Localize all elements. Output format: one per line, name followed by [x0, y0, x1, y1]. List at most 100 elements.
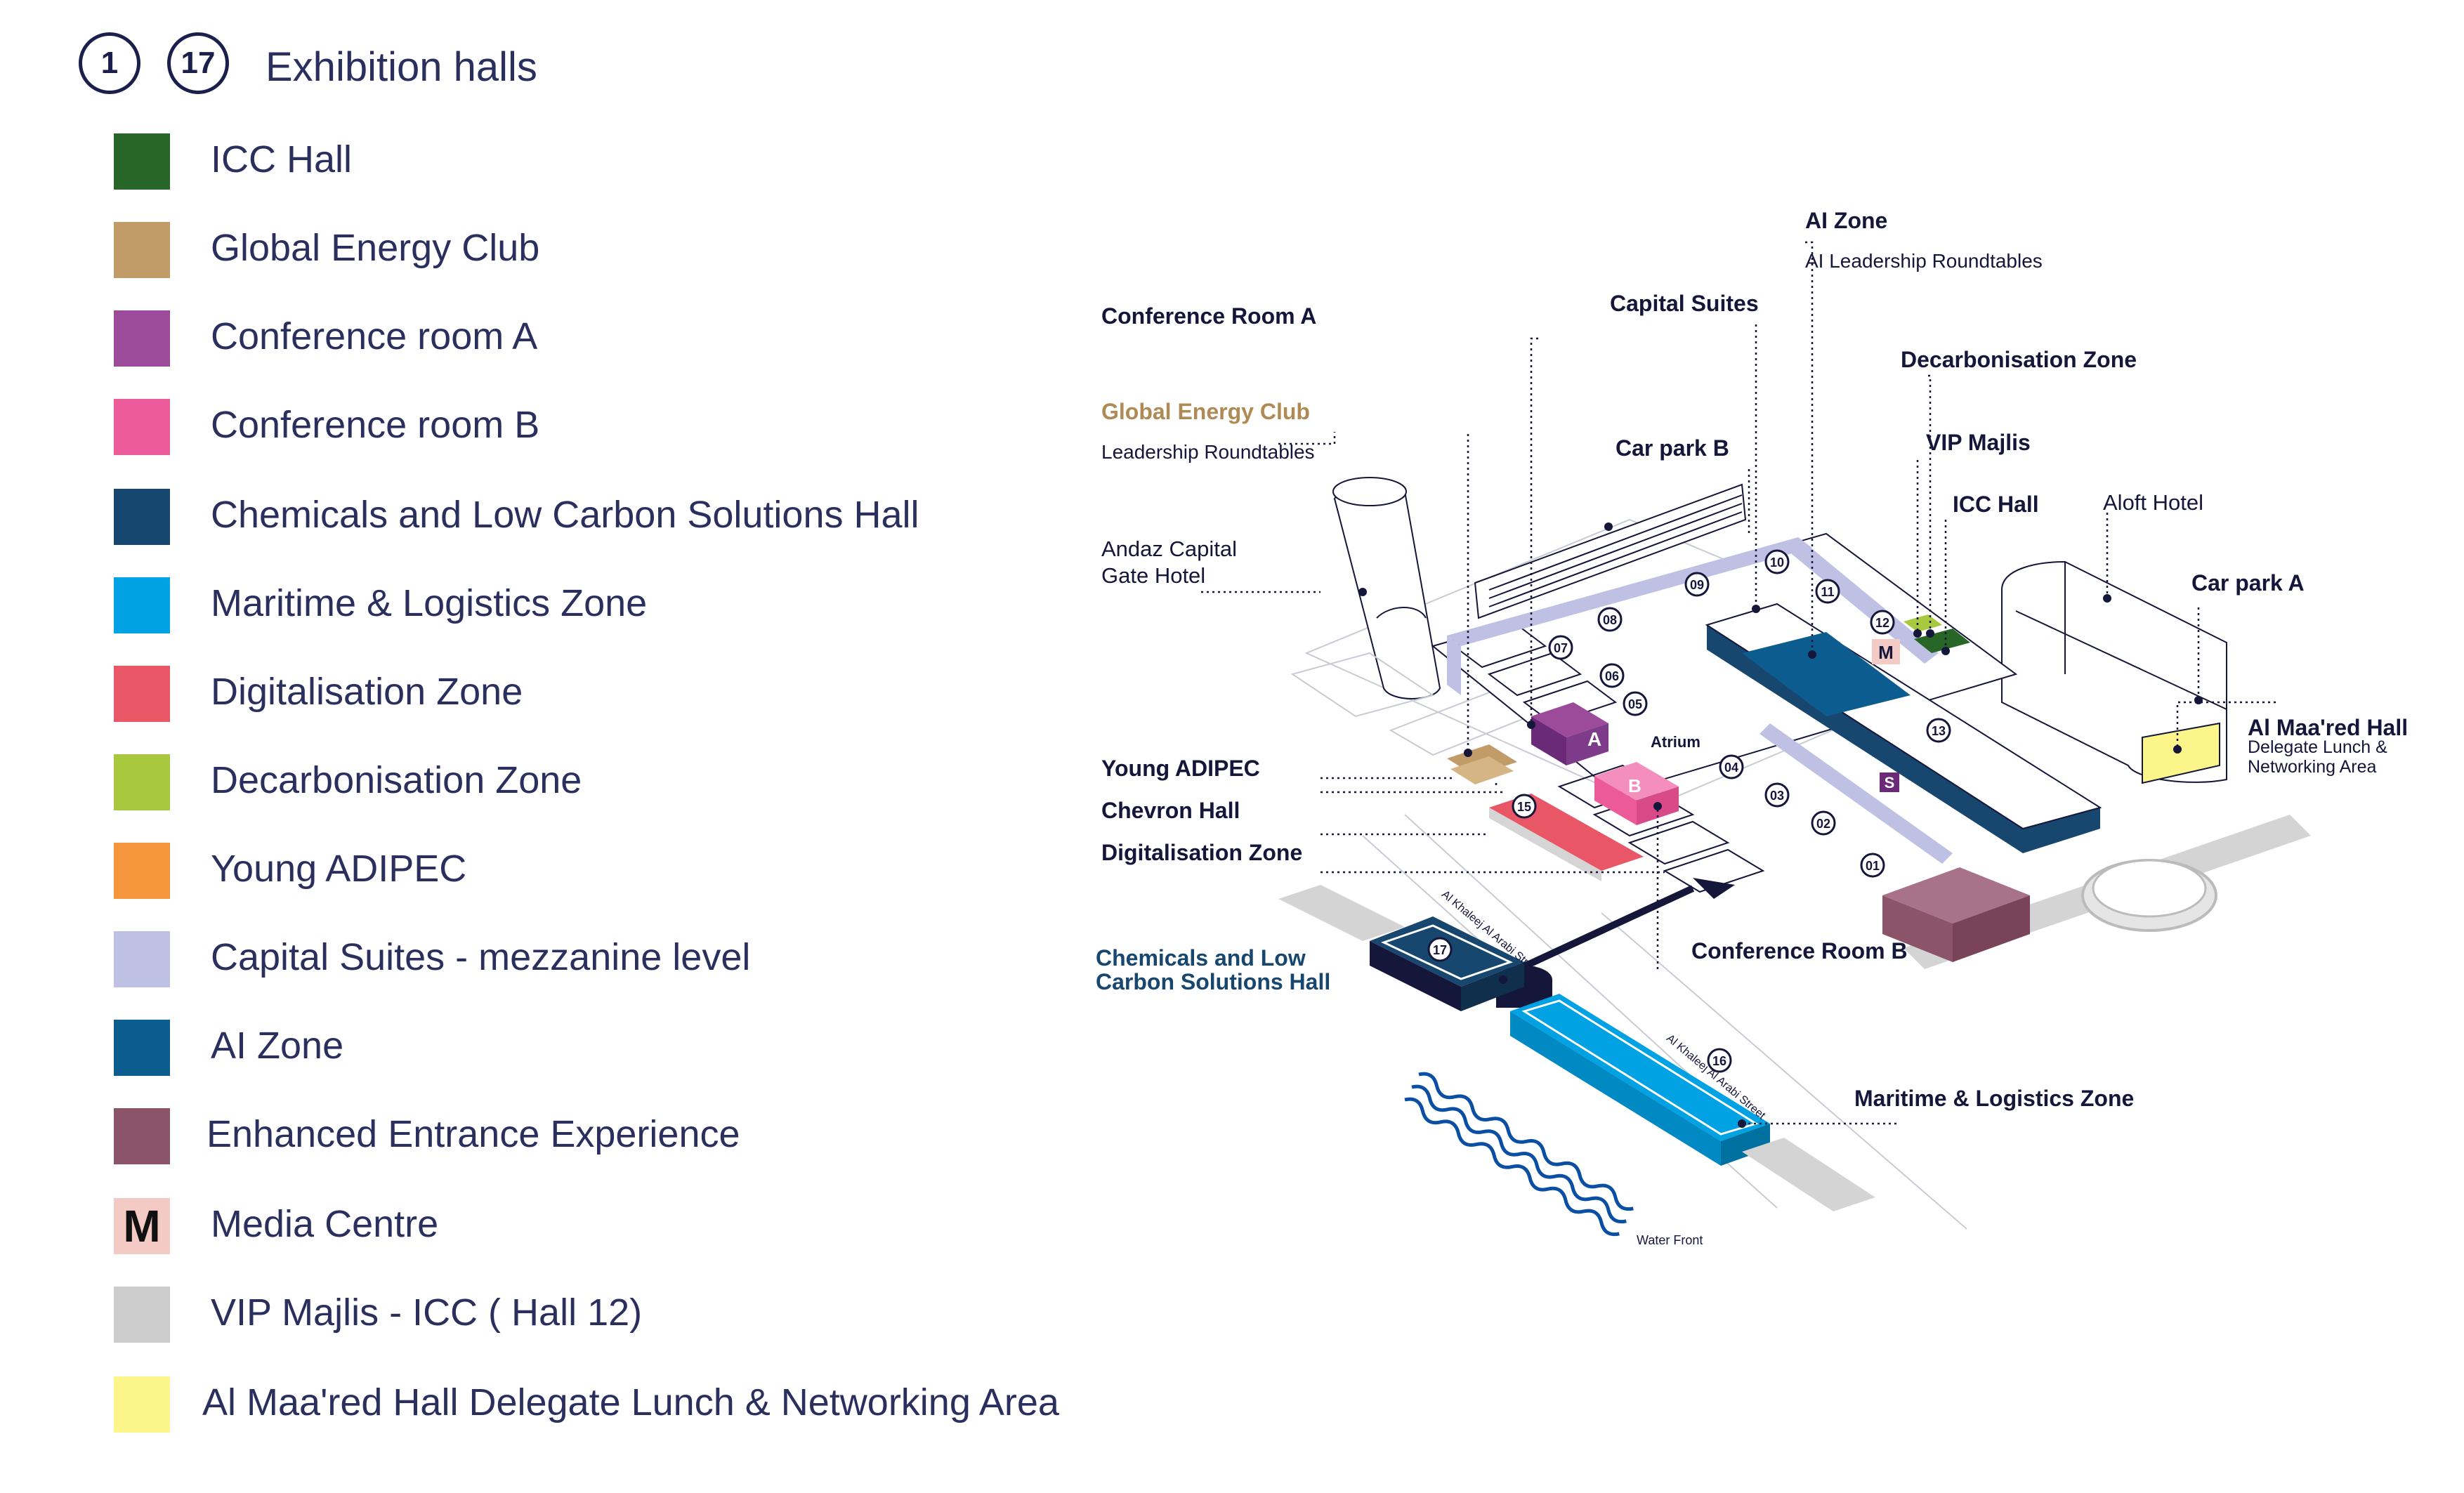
color-swatch: [114, 310, 170, 367]
color-swatch: [114, 843, 170, 899]
legend-item: Chemicals and Low Carbon Solutions Hall: [0, 489, 1025, 545]
hall-marker-10: 10: [1764, 549, 1790, 574]
hall-marker-15: 15: [1512, 794, 1537, 819]
legend-item-label: Maritime & Logistics Zone: [211, 582, 648, 624]
hall-marker-number: 16: [1712, 1054, 1726, 1068]
hall-marker-04: 04: [1719, 754, 1744, 780]
color-swatch: [114, 666, 170, 722]
label-al-maared-sub1: Delegate Lunch &: [2248, 737, 2387, 757]
label-andaz-line2: Gate Hotel: [1101, 563, 1206, 588]
legend-item: Maritime & Logistics Zone: [0, 577, 1025, 633]
hall-marker-17: 17: [1427, 937, 1453, 962]
decarbonisation-zone-block: [1903, 614, 1942, 632]
label-atrium: Atrium: [1651, 733, 1700, 751]
enhanced-entrance-block: [1882, 867, 2030, 962]
hall-marker-number: 03: [1770, 789, 1784, 803]
color-swatch: [114, 489, 170, 545]
hall-marker-12: 12: [1870, 610, 1895, 635]
venue-map: .outline { fill:none; stroke:#14163a; st…: [1040, 0, 2464, 1493]
hall-marker-13: 13: [1926, 718, 1951, 743]
legend-item: Young ADIPEC: [0, 843, 1025, 899]
young-adipec-block: [1447, 744, 1517, 784]
color-swatch: [114, 399, 170, 455]
hall-marker-06: 06: [1599, 663, 1625, 688]
legend-item-label: VIP Majlis - ICC ( Hall 12): [211, 1291, 643, 1334]
conference-room-b-letter: B: [1628, 775, 1641, 796]
legend-item: Al Maa'red Hall Delegate Lunch & Network…: [0, 1376, 1059, 1433]
color-swatch: [114, 222, 170, 278]
legend-item: Global Energy Club: [0, 222, 1025, 278]
hall-marker-11: 11: [1815, 579, 1840, 604]
label-conference-room-a: Conference Room A: [1101, 303, 1317, 329]
legend-item-label: Conference room A: [211, 315, 538, 357]
color-swatch: [114, 931, 170, 987]
legend-item-label: Young ADIPEC: [211, 848, 467, 890]
suite-s-marker: S: [1880, 772, 1899, 792]
legend-item-label: Global Energy Club: [211, 227, 540, 269]
water-front-waves: [1404, 1072, 1634, 1237]
andaz-hotel-tower: [1290, 477, 1441, 718]
hall-number-markers: 01 02 03 04 05 06 07 08 09 10 11 12 13 15 16 17: [1427, 549, 1951, 1073]
hall-marker-number: 04: [1724, 761, 1738, 775]
legend-item-label: Media Centre: [211, 1203, 439, 1245]
label-chevron-hall: Chevron Hall: [1101, 798, 1240, 823]
hall-16-maritime-building: [1510, 994, 1770, 1166]
hall-marker-16: 16: [1707, 1048, 1732, 1073]
hall-marker-number: 06: [1605, 669, 1619, 683]
hall-marker-number: 10: [1770, 555, 1784, 570]
legend-item-label: ICC Hall: [211, 138, 353, 180]
conference-room-a-block: A: [1531, 702, 1608, 765]
leader-pins: [1358, 522, 2203, 1128]
venue-map-drawing: .outline { fill:none; stroke:#14163a; st…: [1201, 241, 2311, 1237]
hall-marker-number: 09: [1690, 578, 1704, 592]
legend-item: VIP Majlis - ICC ( Hall 12): [0, 1287, 1025, 1343]
legend-item-label: Digitalisation Zone: [211, 671, 523, 713]
label-global-energy-club: Global Energy Club: [1101, 399, 1310, 424]
hall-marker-number: 17: [1433, 943, 1447, 957]
legend-item: Decarbonisation Zone: [0, 754, 1025, 810]
label-leadership-roundtables: Leadership Roundtables: [1101, 441, 1315, 463]
hall-marker-number: 12: [1875, 616, 1889, 630]
hall-marker-number: 08: [1603, 613, 1617, 627]
hall-marker-01: 01: [1860, 853, 1885, 878]
hall-number-badge: 17: [167, 32, 229, 94]
label-al-maared-hall: Al Maa'red Hall: [2248, 715, 2409, 740]
hall-marker-03: 03: [1764, 782, 1790, 808]
hall-number-badge: 1: [79, 32, 140, 94]
hall-marker-05: 05: [1623, 691, 1648, 716]
icc-hall-block: [1914, 629, 1970, 653]
label-icc-hall: ICC Hall: [1953, 492, 2039, 517]
media-centre-letter: M: [1878, 642, 1894, 663]
label-capital-suites: Capital Suites: [1610, 291, 1759, 316]
hall-marker-08: 08: [1597, 607, 1623, 632]
label-young-adipec: Young ADIPEC: [1101, 756, 1260, 781]
hall-marker-number: 01: [1866, 859, 1880, 873]
leader-lines: [1201, 241, 2276, 1125]
label-car-park-a: Car park A: [2191, 570, 2305, 596]
label-decarbonisation-zone: Decarbonisation Zone: [1901, 347, 2137, 372]
label-ai-zone: AI Zone: [1805, 208, 1888, 233]
label-ai-zone-sub: AI Leadership Roundtables: [1805, 250, 2043, 272]
legend-item: Conference room B: [0, 399, 1025, 455]
legend-item: Digitalisation Zone: [0, 666, 1025, 722]
legend-item: M Media Centre: [0, 1198, 1025, 1254]
legend-item: Enhanced Entrance Experience: [0, 1108, 1025, 1164]
hall-marker-number: 07: [1554, 641, 1568, 655]
color-swatch: [114, 577, 170, 633]
legend-item-label: Decarbonisation Zone: [211, 759, 582, 801]
color-swatch: [114, 754, 170, 810]
label-aloft-hotel: Aloft Hotel: [2103, 490, 2204, 515]
label-andaz-line1: Andaz Capital: [1101, 537, 1238, 561]
hall-marker-02: 02: [1811, 810, 1836, 836]
label-chemicals-line1: Chemicals and Low: [1096, 945, 1306, 971]
legend-item-label: Conference room B: [211, 404, 540, 446]
media-centre-icon: M: [114, 1198, 170, 1254]
legend-item-label: Chemicals and Low Carbon Solutions Hall: [211, 494, 919, 536]
label-chemicals-line2: Carbon Solutions Hall: [1096, 969, 1331, 994]
aloft-hotel-building: [2001, 560, 2227, 783]
media-centre-block: M: [1872, 639, 1900, 664]
label-al-maared-sub2: Networking Area: [2248, 757, 2377, 777]
color-swatch: [114, 133, 170, 190]
hall-marker-number: 11: [1821, 585, 1834, 599]
